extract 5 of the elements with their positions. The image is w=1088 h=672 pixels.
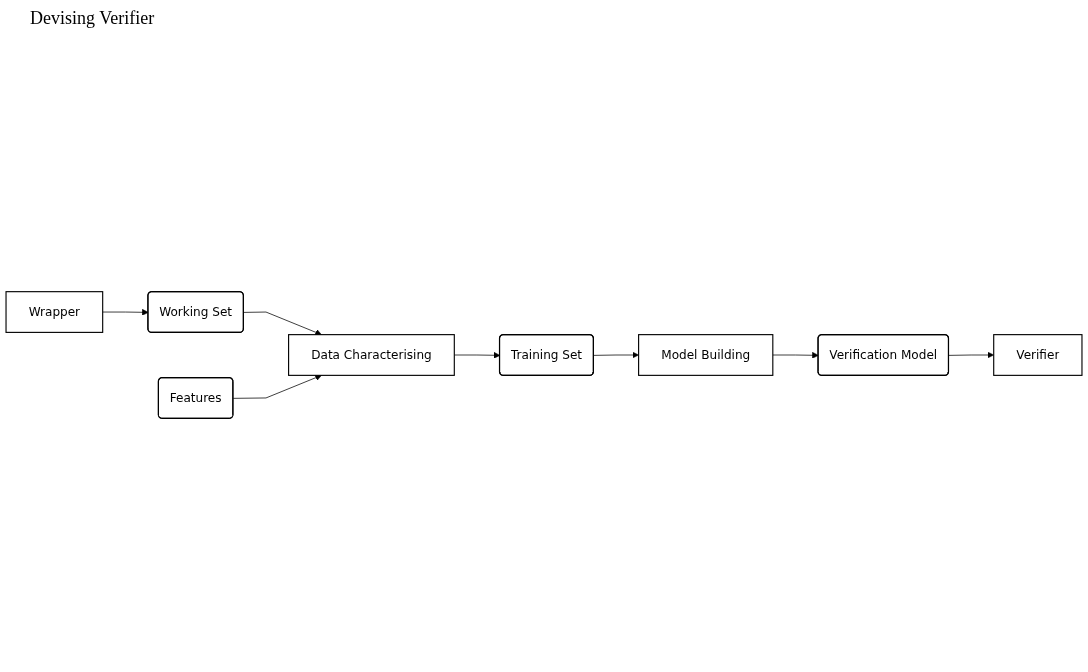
node-box: Wrapper xyxy=(5,291,104,333)
node-box: Data Characterising xyxy=(288,334,455,376)
node-box: Verifier xyxy=(993,334,1083,376)
node-box: Model Building xyxy=(638,334,774,376)
diagram-title: Devising Verifier xyxy=(30,8,155,29)
